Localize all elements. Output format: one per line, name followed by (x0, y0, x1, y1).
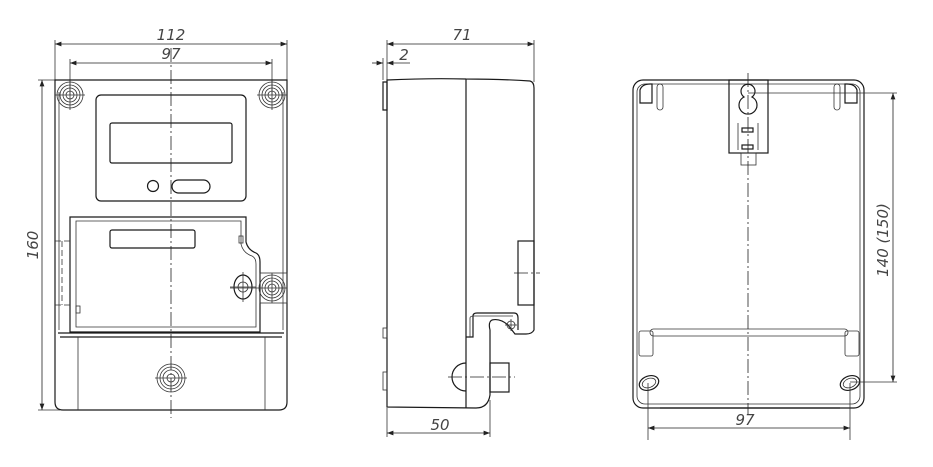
front-view: 112 97 160 (24, 26, 288, 418)
terminal-cover (69, 216, 261, 333)
clip (741, 144, 754, 150)
dimension-width-112: 112 (54, 26, 288, 80)
terminal-stub (489, 362, 510, 393)
dimension-label: 160 (24, 231, 42, 260)
mounting-hole-icon (839, 374, 861, 392)
dimension-label: 2 (399, 46, 409, 64)
corner-slot (639, 83, 653, 104)
dimension-label: 71 (452, 26, 471, 44)
hanger-bracket (728, 79, 769, 154)
clip (741, 127, 754, 133)
dimension-label: 97 (735, 411, 755, 429)
corner-slot (844, 83, 858, 104)
mounting-hole-icon (638, 374, 660, 392)
keyhole-icon (738, 83, 758, 115)
meter-body-outline (54, 79, 288, 411)
indicator-led (146, 179, 160, 193)
dimension-hole-spacing-140-150: 140 (150) (748, 92, 897, 383)
back-view: 140 (150) 97 (632, 73, 897, 440)
screw-icon (55, 80, 85, 110)
meter-back-outline (632, 79, 865, 409)
dimension-height-160: 160 (24, 79, 70, 411)
side-view: 71 2 50 (372, 26, 540, 437)
dimension-label: 140 (150) (874, 203, 892, 277)
dimension-depth-71: 71 (386, 26, 535, 82)
screw-icon (230, 273, 287, 303)
meter-side-outline (386, 78, 535, 409)
dimension-label: 50 (430, 416, 449, 434)
terminal-cover-bracket (466, 312, 519, 338)
dimension-label: 112 (157, 26, 186, 44)
rib (649, 328, 849, 337)
label-window (109, 229, 196, 249)
dimension-depth-50: 50 (386, 400, 491, 437)
dimension-flange-2: 2 (372, 46, 410, 80)
mounting-tab (382, 81, 388, 111)
dimension-hole-spacing-97: 97 (647, 383, 851, 440)
button-slot (171, 179, 211, 194)
screw-icon (257, 80, 287, 110)
